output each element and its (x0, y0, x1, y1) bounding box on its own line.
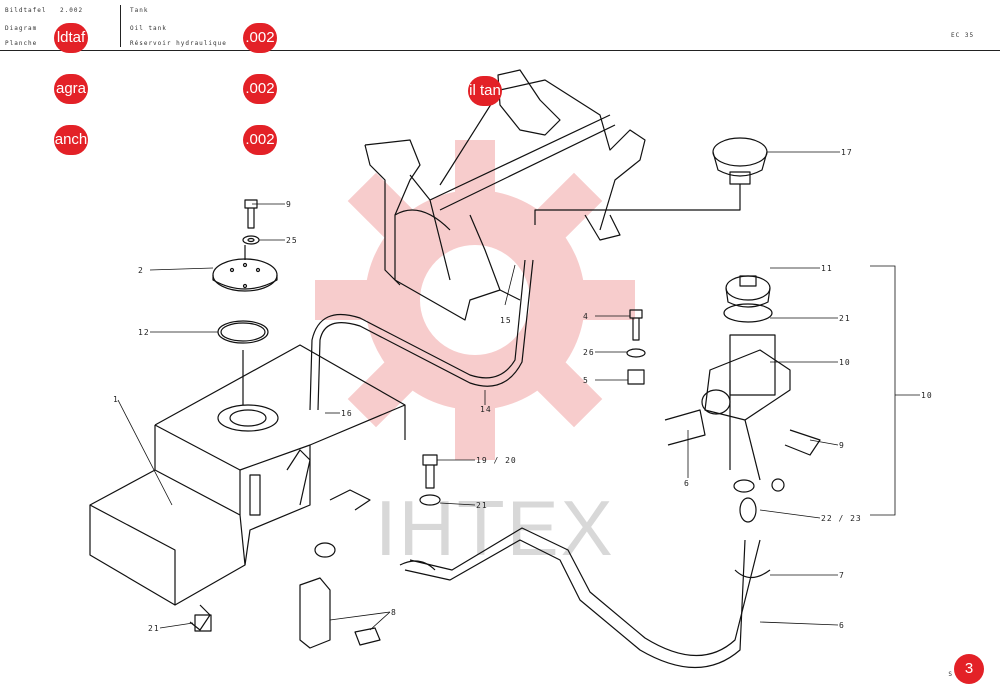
callout-26: 26 (583, 348, 595, 357)
callout-4: 12 (138, 328, 150, 337)
header-divider (120, 5, 121, 47)
header-title-fr: Réservoir hydraulique (130, 40, 227, 47)
callout-19-20: 11 (821, 264, 833, 273)
badge-label-bildtafel: ldtaf (54, 23, 88, 53)
page-number-badge: 3 (954, 654, 984, 684)
watermark-text: IHTEX (375, 484, 615, 572)
filler-cap (723, 275, 773, 323)
header-label-planche: Planche (5, 40, 38, 47)
callout-22-23: 22 / 23 (821, 514, 862, 523)
header-label-diagram: Diagram (5, 25, 38, 32)
callout-9: 21 (476, 501, 488, 510)
return-hose (309, 259, 534, 411)
callout-5: 14 (480, 405, 492, 414)
header-model: EC 35 (951, 32, 975, 39)
header-label-bildtafel: Bildtafel (5, 7, 47, 14)
watermark-gear-icon (315, 140, 635, 460)
callout-8: 19 / 20 (476, 456, 517, 465)
callout-18: 10 (839, 358, 851, 367)
callout-11: 4 (583, 312, 589, 321)
cover-plate (212, 245, 278, 292)
hose-clamp (399, 560, 771, 579)
badge-code-planche: .002 (243, 125, 277, 155)
callout-1: 1 (113, 395, 119, 404)
callout-13: 6 (684, 479, 690, 488)
header-title-de: Tank (130, 7, 149, 14)
callout-7: 17 (841, 148, 853, 157)
badge-label-diagram: agra (54, 74, 88, 104)
callout-2: 2 (138, 266, 144, 275)
suction-hose (404, 527, 761, 668)
oil-tank (89, 344, 406, 631)
header-rule (0, 50, 1000, 51)
callout-6b: 16 (341, 409, 353, 418)
callout-3: 9 (286, 200, 292, 209)
washer-25 (242, 235, 260, 245)
callout-17: 9 (839, 441, 845, 450)
badge-label-planche: anch (54, 125, 88, 155)
callout-21: 21 (839, 314, 851, 323)
callout-12: 5 (583, 376, 589, 385)
header-title-en: Oil tank (130, 25, 167, 32)
bolt-11 (626, 309, 646, 385)
o-ring (217, 320, 269, 344)
drain-plug (194, 614, 212, 632)
strainer-housing (664, 334, 821, 523)
badge-code-diagram: .002 (243, 74, 277, 104)
header-code: 2.002 (60, 7, 84, 14)
callout-6a: 15 (500, 316, 512, 325)
callout-16: 8 (391, 608, 397, 617)
badge-code-bildtafel: .002 (243, 23, 277, 53)
badge-title: il tan (468, 76, 502, 106)
callout-21-drain: 21 (148, 624, 160, 633)
callout-14: 6 (839, 621, 845, 630)
chassis-frame (364, 69, 646, 321)
callout-10: 10 (921, 391, 933, 400)
bracket-16 (299, 577, 381, 649)
page-prefix: S (948, 671, 952, 678)
callout-15: 7 (839, 571, 845, 580)
callout-25: 25 (286, 236, 298, 245)
